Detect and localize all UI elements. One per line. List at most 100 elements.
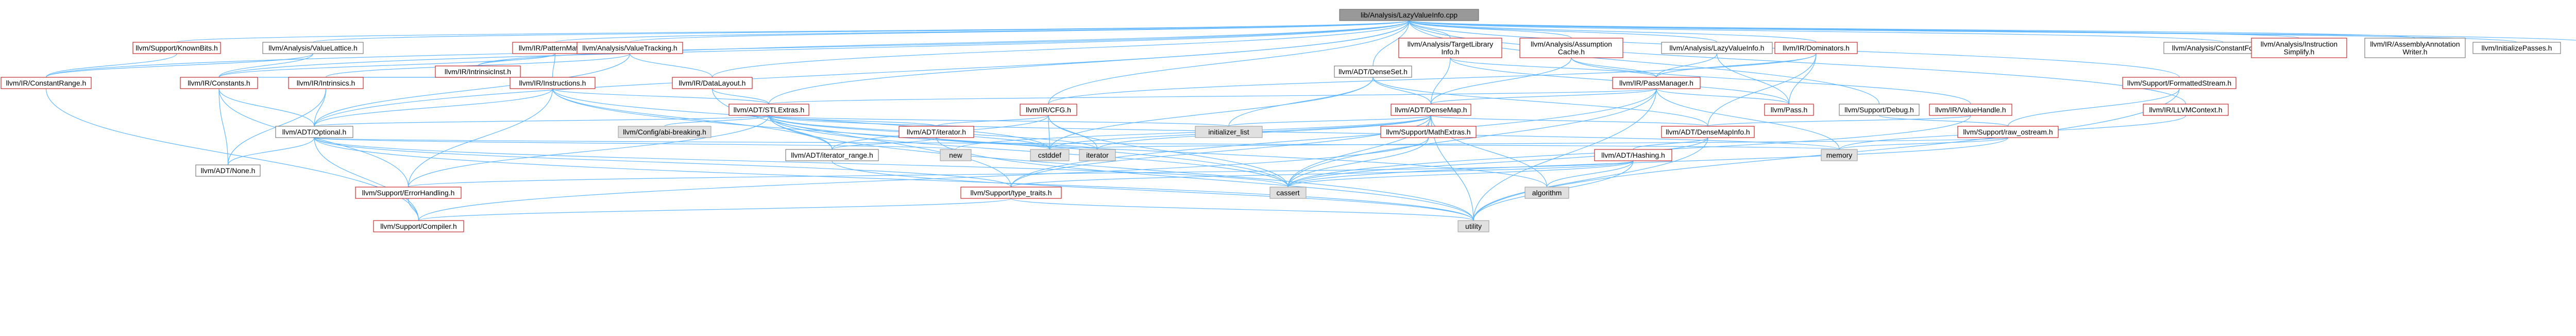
edge-passmanager-to-memory [1656, 88, 1840, 150]
edge-debug-to-rawostream [1878, 115, 2009, 127]
node-compiler[interactable]: llvm/Support/Compiler.h [373, 220, 464, 232]
node-valuelattice[interactable]: llvm/Analysis/ValueLattice.h [262, 42, 364, 54]
node-initializer-list[interactable]: initializer_list [1195, 126, 1263, 138]
node-utility-label: utility [1465, 222, 1482, 230]
node-constants[interactable]: llvm/IR/Constants.h [180, 77, 258, 89]
node-passmanager[interactable]: llvm/IR/PassManager.h [1612, 77, 1701, 89]
node-mathextras-label: llvm/Support/MathExtras.h [1386, 128, 1470, 136]
node-valuetracking[interactable]: llvm/Analysis/ValueTracking.h [577, 42, 683, 54]
node-iterator[interactable]: iterator [1079, 149, 1116, 161]
node-utility-box [1458, 220, 1489, 232]
node-cstddef[interactable]: cstddef [1030, 149, 1070, 161]
node-dominators[interactable]: llvm/IR/Dominators.h [1774, 42, 1858, 54]
node-type-traits[interactable]: llvm/Support/type_traits.h [960, 187, 1062, 199]
node-datalayout-label: llvm/IR/DataLayout.h [679, 79, 746, 87]
node-instructions[interactable]: llvm/IR/Instructions.h [510, 77, 596, 89]
node-denseset-box [1334, 65, 1412, 78]
node-formattedstream-box [2122, 77, 2236, 89]
node-raw-ostream-label: llvm/Support/raw_ostream.h [1963, 128, 2053, 136]
edge-valuehandle-to-densemapinfo [1707, 115, 1971, 127]
node-hashing-box [1594, 149, 1672, 161]
node-constantrange-label: llvm/IR/ConstantRange.h [6, 79, 87, 87]
edge-iteratorrange-to-utility [832, 160, 1474, 221]
node-densemapinfo[interactable]: llvm/ADT/DenseMapInfo.h [1661, 126, 1755, 138]
node-datalayout[interactable]: llvm/IR/DataLayout.h [672, 77, 753, 89]
node-knownbits-box [132, 42, 221, 54]
node-llvmcontext[interactable]: llvm/IR/LLVMContext.h [2143, 104, 2229, 116]
node-mathextras[interactable]: llvm/Support/MathExtras.h [1380, 126, 1477, 138]
node-hashing[interactable]: llvm/ADT/Hashing.h [1594, 149, 1672, 161]
node-debug[interactable]: llvm/Support/Debug.h [1839, 104, 1920, 116]
node-abi-breaking-box [618, 126, 711, 138]
node-memory[interactable]: memory [1821, 149, 1858, 161]
edge-stlextras-to-utility [768, 115, 1474, 221]
node-intrinsics-label: llvm/IR/Intrinsics.h [297, 79, 355, 87]
node-none[interactable]: llvm/ADT/None.h [195, 164, 261, 177]
edge-datalayout-to-stlextras [711, 88, 770, 105]
node-valuehandle-box [1929, 104, 2012, 116]
edge-typetraits-to-utility [1010, 198, 1474, 221]
node-valuehandle[interactable]: llvm/IR/ValueHandle.h [1929, 104, 2012, 116]
node-pass[interactable]: llvm/Pass.h [1764, 104, 1814, 116]
node-constantrange[interactable]: llvm/IR/ConstantRange.h [1, 77, 92, 89]
node-algorithm-box [1524, 187, 1569, 199]
node-patternmatch[interactable]: llvm/IR/PatternMatch.h [512, 42, 598, 54]
edge-stlextras-to-initlist [768, 115, 1229, 127]
node-cfg[interactable]: llvm/IR/CFG.h [1020, 104, 1077, 116]
node-lazyvalueinfo-h[interactable]: llvm/Analysis/LazyValueInfo.h [1661, 42, 1773, 54]
node-errorhandling[interactable]: llvm/Support/ErrorHandling.h [355, 187, 462, 199]
node-abi-breaking-label: llvm/Config/abi-breaking.h [623, 128, 706, 136]
node-algorithm[interactable]: algorithm [1524, 187, 1569, 199]
node-intrinsics[interactable]: llvm/IR/Intrinsics.h [288, 77, 364, 89]
edge-assumptioncache-to-valuehandle [1571, 57, 1971, 105]
node-abi-breaking[interactable]: llvm/Config/abi-breaking.h [618, 126, 711, 138]
node-optional[interactable]: llvm/ADT/Optional.h [275, 126, 353, 138]
node-adt-iterator[interactable]: llvm/ADT/iterator.h [899, 126, 974, 138]
node-instructionsimplify-label: Simplify.h [2284, 48, 2315, 56]
node-stlextras[interactable]: llvm/ADT/STLExtras.h [728, 104, 809, 116]
node-raw-ostream[interactable]: llvm/Support/raw_ostream.h [1957, 126, 2059, 138]
node-knownbits[interactable]: llvm/Support/KnownBits.h [132, 42, 221, 54]
node-valuelattice-box [262, 42, 364, 54]
edge-dominators-to-cfg [1048, 53, 1817, 105]
node-debug-label: llvm/Support/Debug.h [1844, 106, 1914, 114]
node-patternmatch-label: llvm/IR/PatternMatch.h [519, 44, 592, 52]
node-new[interactable]: new [940, 149, 972, 161]
node-formattedstream[interactable]: llvm/Support/FormattedStream.h [2122, 77, 2236, 89]
edge-stlextras-to-algorithm [768, 115, 1548, 188]
node-initializer-list-box [1195, 126, 1263, 138]
node-mathextras-box [1380, 126, 1477, 138]
edge-root-to-optional [314, 20, 1410, 127]
node-intrinsicinst[interactable]: llvm/IR/IntrinsicInst.h [435, 65, 521, 78]
node-knownbits-label: llvm/Support/KnownBits.h [135, 44, 218, 52]
edge-hashing-to-errorhandling [408, 160, 1634, 188]
node-datalayout-box [672, 77, 753, 89]
node-cassert-box [1269, 187, 1307, 199]
node-initializepasses[interactable]: llvm/InitializePasses.h [2472, 42, 2561, 54]
edge-root-to-valuetracking [629, 20, 1410, 43]
edge-root-to-lazyvalueinfo [1409, 20, 1718, 43]
node-valuelattice-label: llvm/Analysis/ValueLattice.h [268, 44, 357, 52]
node-pass-box [1764, 104, 1814, 116]
node-denseset[interactable]: llvm/ADT/DenseSet.h [1334, 65, 1412, 78]
node-utility[interactable]: utility [1458, 220, 1489, 232]
edge-densesetz-to-densemap [1372, 77, 1432, 105]
node-densemap-label: llvm/ADT/DenseMap.h [1395, 106, 1467, 114]
edge-valuelattice-to-constants [218, 53, 314, 78]
node-iterator-range[interactable]: llvm/ADT/iterator_range.h [785, 149, 879, 161]
node-assumptioncache-box [1519, 38, 1623, 58]
edge-cfg-to-iterator [1048, 115, 1098, 150]
node-new-box [940, 149, 972, 161]
node-lazyvalueinfo-cpp-label: lib/Analysis/LazyValueInfo.cpp [1361, 11, 1458, 19]
node-cassert[interactable]: cassert [1269, 187, 1307, 199]
node-lazyvalueinfo-cpp[interactable]: lib/Analysis/LazyValueInfo.cpp [1339, 9, 1479, 21]
node-densemap[interactable]: llvm/ADT/DenseMap.h [1391, 104, 1471, 116]
edge-densemapinfo-to-hashing [1633, 137, 1708, 150]
node-assumptioncache-label: llvm/Analysis/Assumption [1531, 40, 1612, 48]
edge-root-to-knownbits [176, 20, 1410, 43]
edge-lazyvalueinfo-to-pass [1716, 53, 1790, 105]
